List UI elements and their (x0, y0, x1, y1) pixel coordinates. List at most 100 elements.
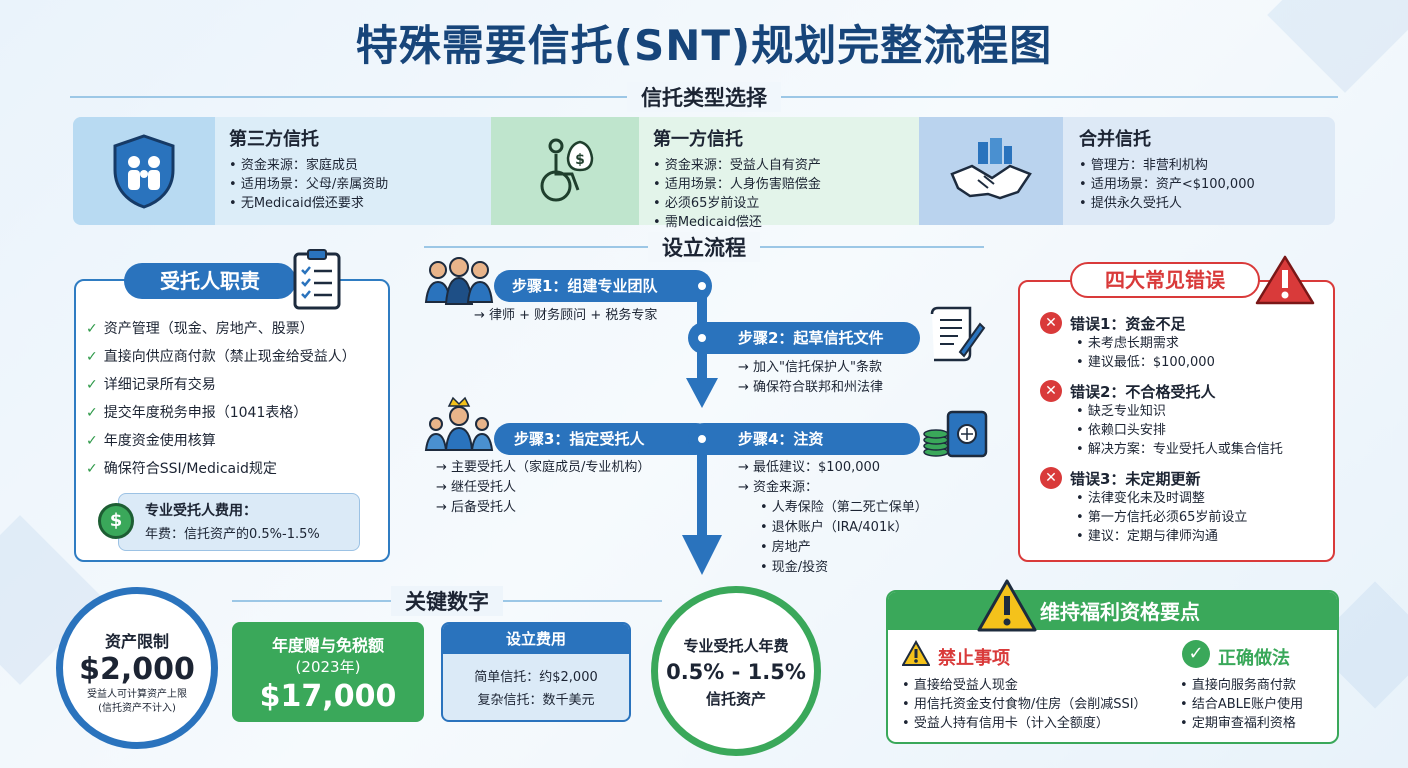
list-item: 第一方信托必须65岁前设立 (1076, 508, 1330, 527)
clipboard-icon (292, 248, 342, 310)
list-item: 定期审查福利资格 (1180, 714, 1303, 733)
gift-exclusion-year: (2023年) (295, 658, 361, 676)
trust-type-title: 第一方信托 (653, 129, 743, 150)
page-title: 特殊需要信托(SNT)规划完整流程图 (355, 21, 1053, 70)
wheelchair-money-icon: $ (491, 117, 639, 225)
asset-limit-label: 资产限制 (104, 632, 169, 651)
list-item: ✓资产管理（现金、房地产、股票） (86, 321, 314, 337)
error-x-icon: ✕ (1040, 467, 1062, 489)
list-item: 提供永久受托人 (1079, 194, 1255, 213)
fee-label: 专业受托人费用： (145, 503, 257, 519)
setup-fee-line: 简单信托：约$2,000 (474, 670, 598, 685)
step-3: 步骤3：指定受托人 (494, 423, 712, 455)
list-item: 无Medicaid偿还要求 (229, 194, 388, 213)
svg-text:$: $ (575, 152, 585, 168)
trustee-duties-panel: ✓资产管理（现金、房地产、股票） ✓直接向供应商付款（禁止现金给受益人） ✓详细… (74, 279, 390, 562)
setup-fee-line: 复杂信托：数千美元 (477, 693, 595, 708)
list-item: ✓直接向供应商付款（禁止现金给受益人） (86, 349, 356, 365)
list-item: 需Medicaid偿还 (653, 213, 821, 232)
key-numbers-header: 关键数字 (232, 586, 662, 616)
list-item: 建议最低：$100,000 (1076, 353, 1330, 372)
step-1-detail: → 律师 + 财务顾问 + 税务专家 (474, 308, 658, 323)
step-2-detail: → 加入"信托保护人"条款 → 确保符合联邦和州法律 (738, 360, 884, 395)
list-item: 结合ABLE账户使用 (1180, 695, 1303, 714)
step-node (695, 432, 709, 446)
trustee-fee-box: 专业受托人费用： 年费：信托资产的0.5%-1.5% (118, 493, 360, 551)
list-item: 依赖口头安排 (1076, 421, 1330, 440)
list-item: ✓提交年度税务申报（1041表格） (86, 405, 308, 421)
setup-fee-box: 设立费用 简单信托：约$2,000 复杂信托：数千美元 (441, 622, 631, 722)
list-item: 直接给受益人现金 (902, 676, 1147, 695)
type-section-header: 信托类型选择 (70, 82, 1338, 112)
list-item: 直接向服务商付款 (1180, 676, 1303, 695)
prohibited-title: 禁止事项 (938, 648, 1010, 669)
gift-exclusion-label: 年度赠与免税额 (271, 636, 384, 655)
list-item: 必须65岁前设立 (653, 194, 821, 213)
list-item: 法律变化未及时调整 (1076, 489, 1330, 508)
handshake-icon (919, 117, 1063, 225)
gift-exclusion-box: 年度赠与免税额 (2023年) $17,000 (232, 622, 424, 722)
step-3-detail: → 主要受托人（家庭成员/专业机构） → 继任受托人 → 后备受托人 (436, 460, 651, 515)
list-item: 适用场景：父母/亲属资助 (229, 175, 388, 194)
check-circle-icon: ✓ (1182, 640, 1210, 668)
list-item: ✓详细记录所有交易 (86, 377, 216, 393)
list-item: 用信托资金支付食物/住房（会削减SSI） (902, 695, 1147, 714)
fee-value: 年费：信托资产的0.5%-1.5% (145, 527, 320, 542)
dollar-coin-icon: $ (98, 503, 134, 539)
list-item: 未考虑长期需求 (1076, 334, 1330, 353)
step-node (695, 331, 709, 345)
list-item: 适用场景：资产<$100,000 (1079, 175, 1255, 194)
trust-type-pooled: 合并信托 管理方：非营利机构 适用场景：资产<$100,000 提供永久受托人 (919, 117, 1335, 225)
trustee-fee-note: 信托资产 (705, 690, 766, 708)
list-item: 缺乏专业知识 (1076, 402, 1330, 421)
trust-type-title: 合并信托 (1079, 129, 1151, 150)
eligibility-panel: 禁止事项 直接给受益人现金 用信托资金支付食物/住房（会削减SSI） 受益人持有… (886, 590, 1339, 744)
asset-limit-note: 受益人可计算资产上限 (87, 689, 187, 700)
error-2-title: ✕错误2：不合格受托人 (1040, 380, 1330, 402)
asset-limit-circle: 资产限制 $2,000 受益人可计算资产上限 (信托资产不计入) (56, 587, 218, 749)
step-node (695, 279, 709, 293)
team-people-icon (424, 256, 494, 306)
setup-fee-label: 设立费用 (443, 624, 629, 654)
list-item: 建议：定期与律师沟通 (1076, 527, 1330, 546)
trust-type-third-party: 第三方信托 资金来源：家庭成员 适用场景：父母/亲属资助 无Medicaid偿还… (73, 117, 491, 225)
eligibility-title: 维持福利资格要点 (1040, 600, 1200, 624)
list-item: 资金来源：受益人自有资产 (653, 156, 821, 175)
prohibited-warning-icon (901, 639, 931, 668)
key-numbers-title: 关键数字 (391, 586, 503, 616)
process-section-header: 设立流程 (424, 232, 984, 262)
document-pen-icon (926, 306, 986, 362)
asset-limit-note: (信托资产不计入) (98, 703, 176, 714)
trustee-fee-label: 专业受托人年费 (683, 637, 789, 655)
list-item: 资金来源：家庭成员 (229, 156, 388, 175)
error-x-icon: ✕ (1040, 380, 1062, 402)
list-item: 适用场景：人身伤害赔偿金 (653, 175, 821, 194)
family-shield-icon (73, 117, 215, 225)
trustee-duties-title: 受托人职责 (124, 263, 296, 299)
common-errors-title: 四大常见错误 (1070, 262, 1260, 298)
error-3-title: ✕错误3：未定期更新 (1040, 467, 1330, 489)
step-2: 步骤2：起草信托文件 (688, 322, 920, 354)
trust-type-title: 第三方信托 (229, 129, 319, 150)
list-item: 解决方案：专业受托人或集合信托 (1076, 440, 1330, 459)
warning-triangle-icon (976, 578, 1038, 634)
type-section-title: 信托类型选择 (627, 82, 781, 112)
safe-coins-icon (922, 408, 988, 460)
error-x-icon: ✕ (1040, 312, 1062, 334)
trust-type-first-party: $ 第一方信托 资金来源：受益人自有资产 适用场景：人身伤害赔偿金 必须65岁前… (491, 117, 919, 230)
correct-title: 正确做法 (1218, 648, 1290, 669)
step-1: 步骤1：组建专业团队 (494, 270, 712, 302)
list-item: 管理方：非营利机构 (1079, 156, 1255, 175)
list-item: ✓年度资金使用核算 (86, 433, 216, 449)
list-item: ✓确保符合SSI/Medicaid规定 (86, 461, 277, 477)
step-4-detail: → 最低建议：$100,000 → 资金来源： • 人寿保险（第二死亡保单） •… (738, 460, 928, 575)
asset-limit-value: $2,000 (79, 652, 195, 687)
error-1-title: ✕错误1：资金不足 (1040, 312, 1330, 334)
step-4: 步骤4：注资 (688, 423, 920, 455)
trustee-fee-value: 0.5% - 1.5% (666, 660, 806, 684)
process-title: 设立流程 (648, 232, 760, 262)
list-item: 受益人持有信用卡（计入全额度） (902, 714, 1147, 733)
gift-exclusion-value: $17,000 (259, 679, 397, 714)
trustee-fee-circle: 专业受托人年费 0.5% - 1.5% 信托资产 (651, 586, 821, 756)
crowned-trustee-icon (424, 396, 494, 452)
